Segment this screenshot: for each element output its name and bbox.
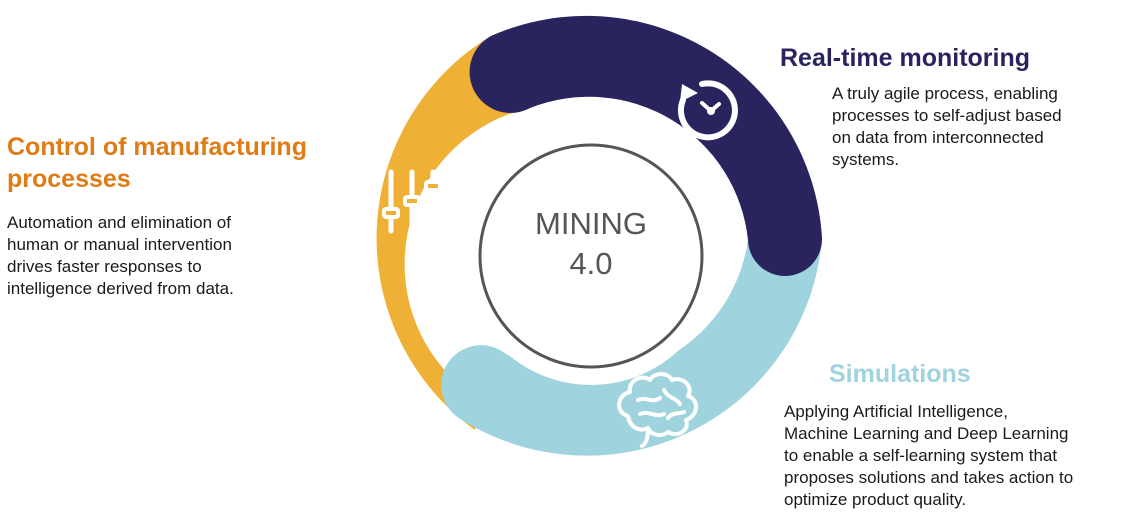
control-description: Automation and elimination of human or m… (7, 212, 347, 300)
simulations-desc-line: Machine Learning and Deep Learning (784, 424, 1069, 443)
simulations-desc-line: to enable a self-learning system that (784, 446, 1058, 465)
segment-control (376, 31, 552, 431)
monitoring-desc-line: processes to self-adjust based (832, 106, 1062, 125)
simulations-desc-line: optimize product quality. (784, 490, 967, 509)
monitoring-description: A truly agile process, enabling processe… (832, 83, 1120, 171)
control-title-line2: processes (7, 165, 131, 193)
control-desc-line: drives faster responses to (7, 257, 202, 276)
simulations-title: Simulations (829, 360, 971, 388)
simulations-description: Applying Artificial Intelligence, Machin… (784, 401, 1124, 511)
monitoring-desc-line: systems. (832, 150, 900, 169)
monitoring-desc-line: A truly agile process, enabling (832, 84, 1058, 103)
center-label-line1: MINING (535, 206, 647, 241)
monitoring-desc-line: on data from interconnected (832, 128, 1044, 147)
control-desc-line: human or manual intervention (7, 235, 232, 254)
simulations-desc-line: Applying Artificial Intelligence, (784, 402, 1008, 421)
clock-refresh-icon (678, 80, 738, 141)
control-title: Control of manufacturing processes (7, 131, 347, 195)
brain-icon (617, 372, 698, 448)
monitoring-title: Real-time monitoring (780, 44, 1031, 72)
monitoring-section: Real-time monitoring A truly agile proce… (780, 42, 1120, 171)
center-hub (463, 129, 719, 385)
sliders-icon (382, 169, 442, 234)
control-title-line1: Control of manufacturing (7, 133, 307, 161)
control-desc-line: Automation and elimination of (7, 213, 231, 232)
simulations-section: Simulations Applying Artificial Intellig… (784, 358, 1124, 511)
control-desc-line: intelligence derived from data. (7, 279, 234, 298)
center-label-line2: 4.0 (569, 246, 612, 281)
segment-monitoring (469, 15, 823, 276)
segment-simulations (441, 238, 822, 456)
control-section: Control of manufacturing processes Autom… (7, 131, 347, 300)
center-ring (478, 143, 704, 369)
simulations-desc-line: proposes solutions and takes action to (784, 468, 1074, 487)
